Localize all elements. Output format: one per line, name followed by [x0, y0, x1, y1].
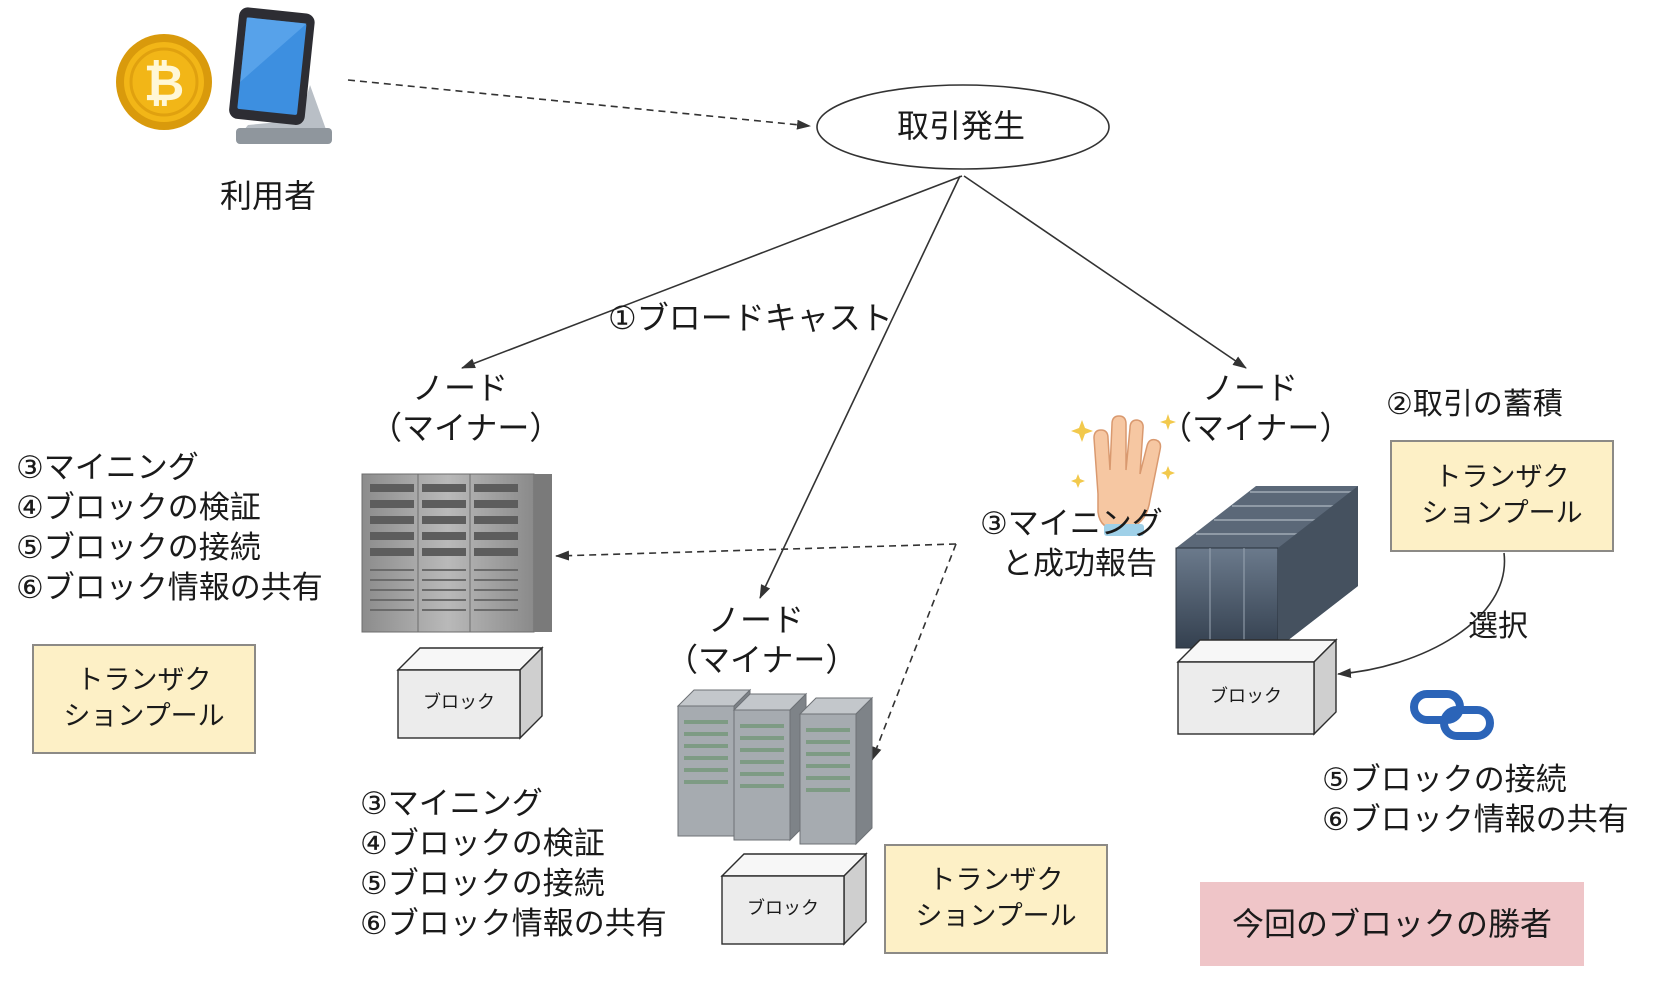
node-title-line2: （マイナー） — [666, 641, 858, 679]
pool-line1: トランザク — [1434, 462, 1570, 493]
block-cube-right — [1176, 638, 1338, 736]
event-label: 取引発生 — [897, 107, 1026, 145]
bitcoin-icon: ₿ — [116, 34, 212, 130]
left-block-label: ブロック — [423, 692, 495, 713]
mining-line2: と成功報告 — [1002, 546, 1157, 582]
arrow-user-to-event — [347, 79, 811, 130]
node-title-line1: ノード — [411, 369, 508, 407]
right-mining-label: ③マイニング と成功報告 — [980, 504, 1163, 584]
arrow-to-left-node — [461, 175, 963, 369]
server-rack-icon — [361, 473, 552, 633]
pool-line2: ションプール — [1421, 498, 1583, 529]
middle-transaction-pool: トランザク ションプール — [884, 844, 1108, 954]
step-item: ③マイニング — [360, 786, 543, 822]
step-item: ⑥ブロック情報の共有 — [16, 570, 323, 606]
step-item: ⑥ブロック情報の共有 — [1322, 802, 1629, 838]
right-node-steps: ⑤ブロックの接続 ⑥ブロック情報の共有 — [1322, 760, 1629, 840]
block-cube-middle — [720, 852, 868, 946]
left-node-steps: ③マイニング ④ブロックの検証 ⑤ブロックの接続 ⑥ブロック情報の共有 — [16, 448, 323, 608]
step-item: ③マイニング — [16, 450, 199, 486]
right-block-label: ブロック — [1210, 686, 1282, 707]
arrow-select — [1337, 552, 1506, 679]
arrow-share-to-middle — [871, 543, 957, 761]
pool-line2: ションプール — [915, 901, 1077, 932]
raised-hand-icon — [1071, 414, 1176, 536]
accumulate-label: ②取引の蓄積 — [1386, 387, 1563, 422]
middle-node-steps: ③マイニング ④ブロックの検証 ⑤ブロックの接続 ⑥ブロック情報の共有 — [360, 784, 667, 944]
pool-line1: トランザク — [76, 665, 212, 696]
select-label: 選択 — [1468, 609, 1528, 644]
left-transaction-pool: トランザク ションプール — [32, 644, 256, 754]
arrow-share-to-left — [555, 543, 957, 561]
node-title-line1: ノード — [1201, 369, 1298, 407]
right-node-title: ノード （マイナー） — [1160, 369, 1352, 447]
tablet-icon — [229, 7, 332, 144]
middle-block-label: ブロック — [747, 898, 819, 919]
middle-node-title: ノード （マイナー） — [666, 601, 858, 679]
svg-text:₿: ₿ — [144, 54, 185, 112]
broadcast-label: ①ブロードキャスト — [608, 299, 893, 337]
left-node-title: ノード （マイナー） — [370, 369, 562, 447]
step-item: ⑤ブロックの接続 — [360, 866, 605, 902]
supercomputer-icon — [1175, 486, 1358, 649]
arrow-to-middle-node — [759, 175, 961, 599]
node-title-line2: （マイナー） — [370, 409, 562, 447]
node-title-line2: （マイナー） — [1160, 409, 1352, 447]
user-label: 利用者 — [220, 177, 317, 215]
winner-badge: 今回のブロックの勝者 — [1200, 882, 1584, 966]
block-cube-left — [396, 646, 544, 740]
right-transaction-pool: トランザク ションプール — [1390, 440, 1614, 552]
step-item: ⑥ブロック情報の共有 — [360, 906, 667, 942]
step-item: ④ブロックの検証 — [16, 490, 261, 526]
step-item: ⑤ブロックの接続 — [16, 530, 261, 566]
mining-line1: ③マイニング — [980, 506, 1163, 542]
step-item: ④ブロックの検証 — [360, 826, 605, 862]
node-title-line1: ノード — [707, 601, 804, 639]
step-item: ⑤ブロックの接続 — [1322, 762, 1567, 798]
pool-line2: ションプール — [63, 701, 225, 732]
chain-link-icon — [1410, 690, 1494, 740]
arrow-to-right-node — [963, 175, 1247, 369]
event-ellipse — [816, 84, 1110, 170]
pool-line1: トランザク — [928, 865, 1064, 896]
server-towers-icon — [676, 688, 874, 846]
winner-label: 今回のブロックの勝者 — [1231, 905, 1552, 943]
